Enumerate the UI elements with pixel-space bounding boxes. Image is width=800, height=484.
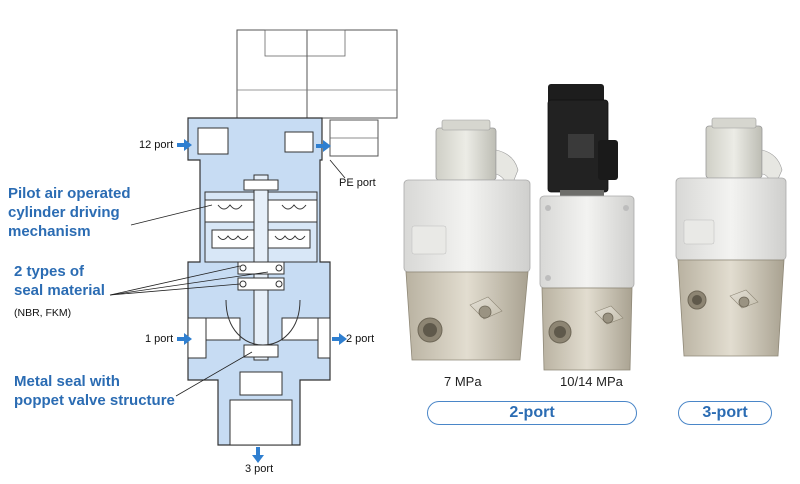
pressure-label-10-14mpa: 10/14 MPa	[560, 374, 623, 389]
valve-photo-7mpa	[403, 119, 531, 361]
callout-metal-seal: Metal seal with poppet valve structure	[14, 373, 175, 409]
port-arrows	[177, 139, 347, 463]
port-label-12: 12 port	[139, 139, 174, 151]
pressure-label-7mpa: 7 MPa	[444, 374, 482, 389]
group-label-3port: 3-port	[678, 401, 772, 425]
arrow-1-port	[177, 333, 192, 345]
seal-material-note: (NBR, FKM)	[14, 307, 72, 319]
port-label-2: 2 port	[346, 333, 375, 345]
solenoid-housing	[236, 29, 398, 119]
port-label-3: 3 port	[245, 463, 274, 475]
valve-photo-10-14mpa	[539, 84, 635, 371]
arrow-pe-port	[316, 140, 331, 152]
callout-seal-material: 2 types of seal material	[14, 263, 105, 299]
cross-section	[187, 29, 398, 446]
valve-photo-3port	[675, 117, 787, 357]
leader-lines	[109, 159, 346, 397]
arrow-12-port	[177, 139, 192, 151]
port-label-1: 1 port	[145, 333, 174, 345]
port-label-pe: PE port	[339, 177, 376, 189]
arrow-3-port	[252, 447, 264, 463]
callout-pilot-mechanism: Pilot air operated cylinder driving mech…	[8, 185, 131, 240]
group-label-2port: 2-port	[427, 401, 637, 425]
arrow-2-port	[332, 333, 347, 345]
